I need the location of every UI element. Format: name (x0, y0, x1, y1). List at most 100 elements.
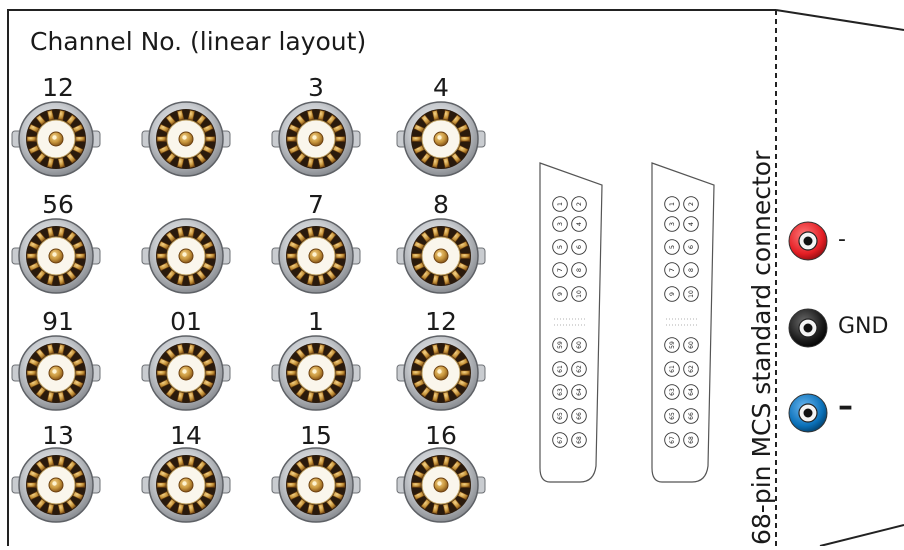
svg-text:68: 68 (688, 436, 695, 444)
pin-65: 65 (664, 408, 680, 424)
pin-68: 68 (571, 432, 587, 448)
svg-text:67: 67 (557, 436, 564, 444)
bnc-connector (271, 335, 361, 411)
pin-62: 62 (571, 361, 587, 377)
svg-text:66: 66 (688, 412, 695, 420)
pin-9: 9 (664, 286, 680, 302)
connector-label: 68-pin MCS standard connector (747, 150, 776, 545)
channel-label: 3 (308, 73, 324, 102)
channel-label: 4 (433, 73, 449, 102)
svg-text:3: 3 (556, 222, 564, 226)
svg-text:7: 7 (668, 268, 676, 272)
pin-1: 1 (664, 196, 680, 212)
bnc-connector (141, 447, 231, 523)
bnc-connector (11, 101, 101, 177)
svg-text:59: 59 (669, 341, 676, 349)
svg-text:59: 59 (557, 341, 564, 349)
bnc-connector (141, 335, 231, 411)
terminal-label: – (838, 389, 853, 424)
pin-9: 9 (552, 286, 568, 302)
pin-64: 64 (683, 384, 699, 400)
svg-text:3: 3 (668, 222, 676, 226)
svg-text:4: 4 (575, 222, 583, 226)
svg-text:5: 5 (668, 245, 676, 249)
bnc-connector (11, 335, 101, 411)
pin-1: 1 (552, 196, 568, 212)
pin-2: 2 (571, 196, 587, 212)
svg-text:9: 9 (668, 292, 676, 296)
pin-4: 4 (683, 216, 699, 232)
pin-7: 7 (552, 262, 568, 278)
channel-label: 56 (42, 190, 74, 219)
pin-7: 7 (664, 262, 680, 278)
channel-label: 1 (308, 307, 324, 336)
svg-text:5: 5 (556, 245, 564, 249)
pin-60: 60 (683, 337, 699, 353)
svg-text:10: 10 (576, 290, 583, 298)
svg-text:60: 60 (688, 341, 695, 349)
pin-61: 61 (552, 361, 568, 377)
pin-8: 8 (683, 262, 699, 278)
svg-text:62: 62 (688, 365, 695, 373)
svg-text:6: 6 (687, 245, 695, 249)
bnc-connector (396, 101, 486, 177)
svg-text:66: 66 (576, 412, 583, 420)
bnc-connector (271, 101, 361, 177)
channel-label: 8 (433, 190, 449, 219)
pin-68: 68 (683, 432, 699, 448)
pin-4: 4 (571, 216, 587, 232)
pin-5: 5 (552, 239, 568, 255)
svg-text:61: 61 (669, 365, 676, 373)
pin-60: 60 (571, 337, 587, 353)
bnc-connector (141, 101, 231, 177)
panel-title: Channel No. (linear layout) (30, 27, 367, 56)
svg-text:64: 64 (688, 388, 695, 396)
pin-61: 61 (664, 361, 680, 377)
svg-text:65: 65 (557, 412, 564, 420)
channel-label: 15 (300, 421, 332, 450)
side-edge-bottom (819, 524, 904, 547)
channel-label: 12 (42, 73, 74, 102)
bnc-connector (271, 218, 361, 294)
svg-text:61: 61 (557, 365, 564, 373)
svg-text:9: 9 (556, 292, 564, 296)
pin-8: 8 (571, 262, 587, 278)
svg-text:1: 1 (668, 202, 676, 206)
svg-text:64: 64 (576, 388, 583, 396)
bnc-connector (271, 447, 361, 523)
channel-label: 7 (308, 190, 324, 219)
pin-59: 59 (664, 337, 680, 353)
pin-6: 6 (571, 239, 587, 255)
svg-text:7: 7 (556, 268, 564, 272)
pin-67: 67 (552, 432, 568, 448)
svg-text:62: 62 (576, 365, 583, 373)
svg-text:6: 6 (575, 245, 583, 249)
pin-64: 64 (571, 384, 587, 400)
pin-59: 59 (552, 337, 568, 353)
pin-66: 66 (683, 408, 699, 424)
svg-text:8: 8 (687, 268, 695, 272)
panel-border (7, 9, 776, 546)
channel-label: 12 (425, 307, 457, 336)
pin-10: 10 (683, 286, 699, 302)
channel-label: 13 (42, 421, 74, 450)
pin-5: 5 (664, 239, 680, 255)
terminal-label: - (838, 227, 846, 252)
svg-text:65: 65 (669, 412, 676, 420)
black-terminal-icon (788, 308, 828, 348)
bnc-connector (11, 447, 101, 523)
svg-text:63: 63 (557, 388, 564, 396)
svg-text:10: 10 (688, 290, 695, 298)
bnc-connector (396, 335, 486, 411)
svg-text:67: 67 (669, 436, 676, 444)
svg-text:2: 2 (687, 202, 695, 206)
svg-text:68: 68 (576, 436, 583, 444)
svg-text:1: 1 (556, 202, 564, 206)
pin-10: 10 (571, 286, 587, 302)
pin-2: 2 (683, 196, 699, 212)
pin-3: 3 (664, 216, 680, 232)
pin-63: 63 (552, 384, 568, 400)
channel-label: 01 (170, 307, 202, 336)
